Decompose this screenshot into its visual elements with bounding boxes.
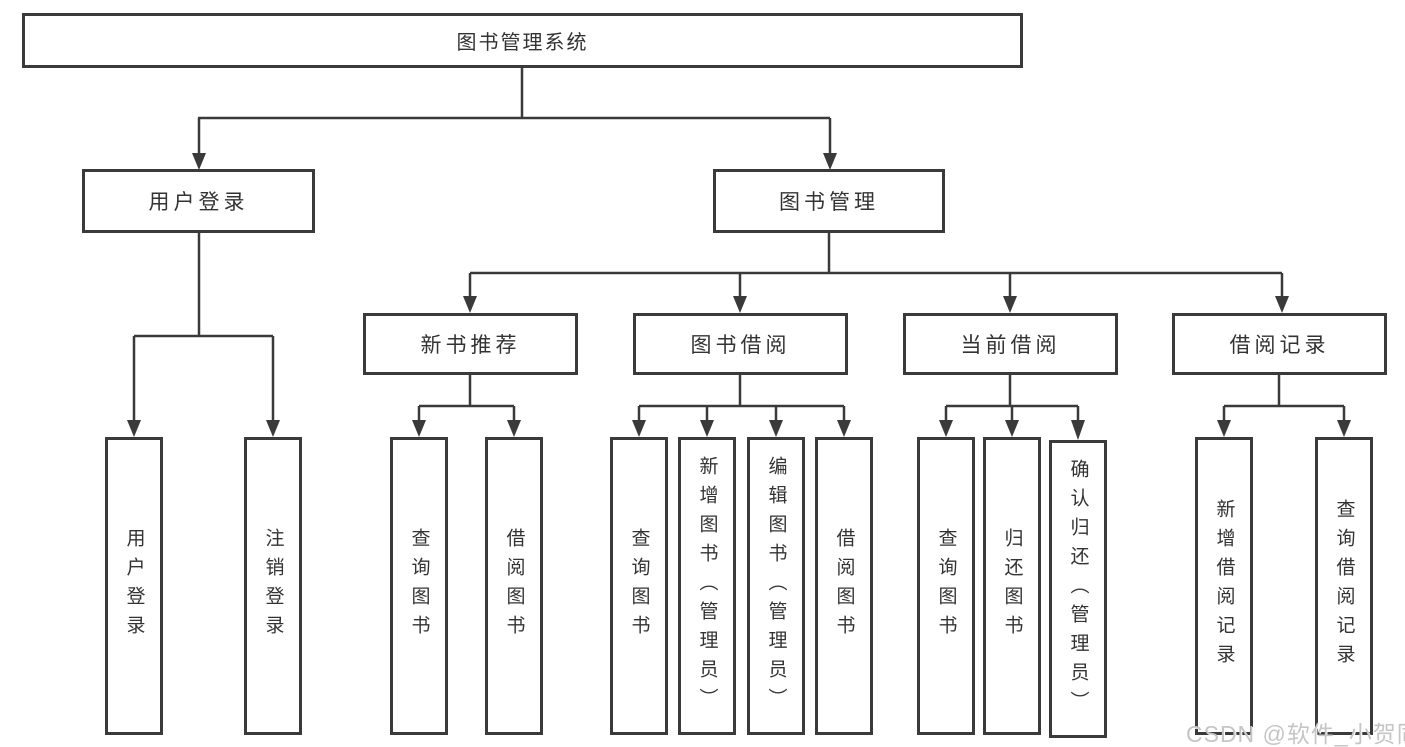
node-label: 图书管理 — [779, 191, 879, 214]
leaf-add-book-admin: 新增图书（管理员） — [678, 437, 736, 735]
node-label: 新增图书（管理员） — [696, 455, 718, 717]
arrowhead — [1337, 420, 1351, 437]
arrowhead — [632, 420, 646, 437]
node-book-management: 图书管理 — [713, 169, 945, 233]
node-library-management-system: 图书管理系统 — [22, 13, 1023, 68]
leaf-borrow-book-1: 借阅图书 — [485, 437, 543, 735]
node-label: 归还图书 — [1001, 528, 1023, 644]
arrowhead — [1003, 296, 1017, 313]
arrowhead — [939, 420, 953, 437]
node-label: 查询图书 — [628, 528, 650, 644]
connector-current-borrow — [939, 375, 1085, 440]
node-label: 图书借阅 — [690, 334, 791, 357]
connector-new-book — [412, 375, 521, 437]
arrowhead — [266, 420, 280, 437]
arrowhead — [733, 296, 747, 313]
connector-book-borrow — [632, 375, 851, 437]
arrowhead — [463, 296, 477, 313]
arrowhead — [192, 153, 206, 170]
connector-root — [192, 68, 837, 170]
node-label: 确认归还（管理员） — [1067, 458, 1089, 720]
node-label: 借阅图书 — [503, 528, 525, 644]
arrowhead — [823, 153, 837, 170]
connector-user-login — [127, 233, 280, 437]
arrowhead — [1275, 296, 1289, 313]
leaf-return-book: 归还图书 — [983, 437, 1041, 735]
node-label: 查询图书 — [935, 528, 957, 644]
node-user-login: 用户登录 — [82, 169, 315, 233]
leaf-confirm-return-admin: 确认归还（管理员） — [1049, 440, 1107, 738]
leaf-query-book-1: 查询图书 — [390, 437, 448, 735]
node-label: 新增借阅记录 — [1213, 499, 1235, 673]
arrowhead — [507, 420, 521, 437]
leaf-query-book-2: 查询图书 — [610, 437, 668, 735]
arrowhead — [1071, 420, 1085, 440]
arrowhead — [1217, 420, 1231, 437]
leaf-user-login: 用户登录 — [105, 437, 163, 735]
connector-book-management — [463, 233, 1289, 313]
node-label: 当前借阅 — [960, 334, 1061, 357]
connector-borrow-record — [1217, 375, 1351, 437]
node-label: 借阅记录 — [1229, 334, 1330, 357]
node-borrow-record: 借阅记录 — [1172, 313, 1387, 375]
arrowhead — [769, 420, 783, 437]
arrowhead — [412, 420, 426, 437]
leaf-borrow-book-2: 借阅图书 — [815, 437, 873, 735]
leaf-logout: 注销登录 — [244, 437, 302, 735]
node-current-borrow: 当前借阅 — [903, 313, 1118, 375]
node-label: 借阅图书 — [833, 528, 855, 644]
arrowhead — [837, 420, 851, 437]
leaf-query-borrow-record: 查询借阅记录 — [1315, 437, 1373, 735]
leaf-edit-book-admin: 编辑图书（管理员） — [747, 437, 805, 735]
node-label: 查询图书 — [408, 528, 430, 644]
node-label: 用户登录 — [123, 528, 145, 644]
node-label: 图书管理系统 — [456, 32, 589, 54]
node-label: 注销登录 — [262, 528, 284, 644]
arrowhead — [1005, 420, 1019, 437]
csdn-watermark: CSDN @软件_小贺同学 — [1186, 721, 1405, 747]
node-book-borrow: 图书借阅 — [633, 313, 848, 375]
node-new-book-recommend: 新书推荐 — [363, 313, 578, 375]
arrowhead — [700, 420, 714, 437]
node-label: 用户登录 — [148, 191, 249, 214]
leaf-query-book-3: 查询图书 — [917, 437, 975, 735]
arrowhead — [127, 420, 141, 437]
node-label: 查询借阅记录 — [1333, 499, 1355, 673]
node-label: 编辑图书（管理员） — [765, 455, 787, 717]
node-label: 新书推荐 — [420, 334, 521, 357]
leaf-add-borrow-record: 新增借阅记录 — [1195, 437, 1253, 735]
